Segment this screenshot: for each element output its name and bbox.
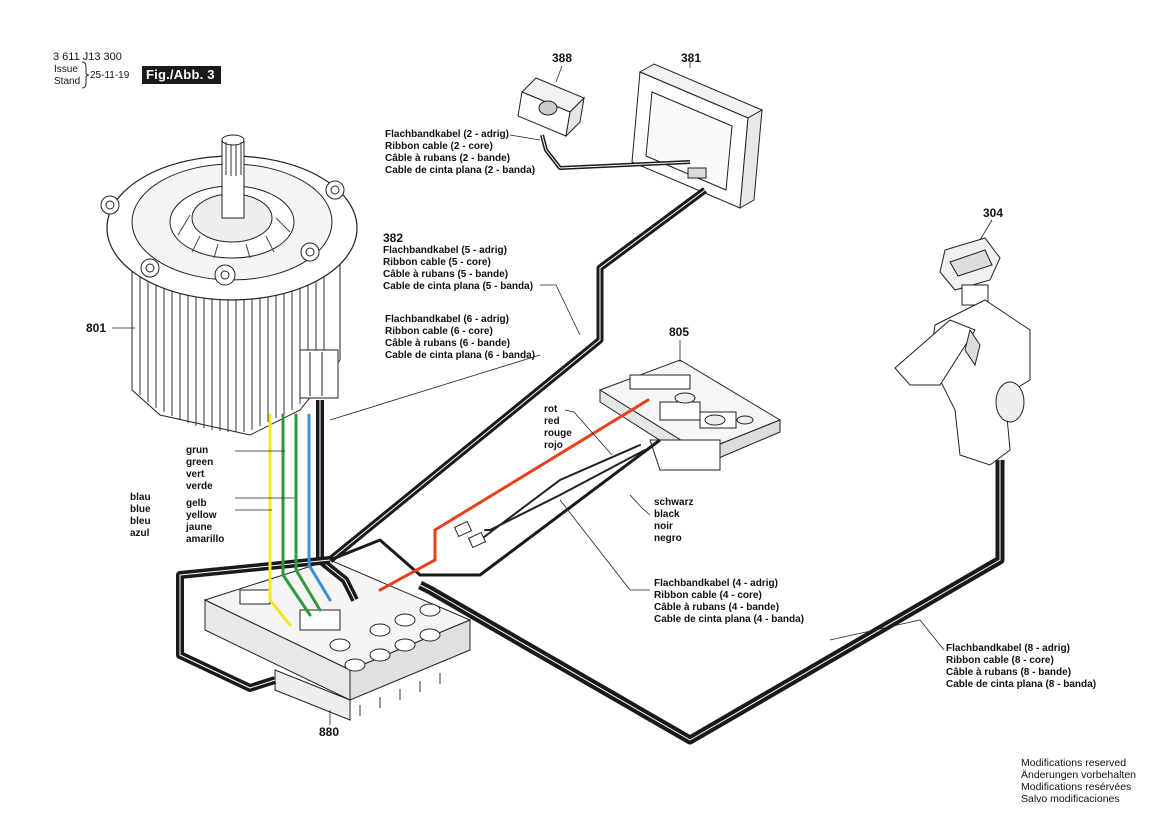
part-number-381: 381 xyxy=(681,51,702,65)
wire-black-label: schwarz black noir negro xyxy=(654,497,694,544)
ribbon-cable-4-label: Flachbandkabel (4 - adrig) Ribbon cable … xyxy=(654,578,805,625)
figure-label: Fig./Abb. 3 xyxy=(142,66,221,84)
wire-green-label: grun green vert verde xyxy=(186,445,214,492)
pcb-880-drawing xyxy=(203,559,472,721)
wire-black-2 xyxy=(484,449,646,531)
part-number-382: 382 xyxy=(383,231,404,245)
issue-label: Issue xyxy=(54,64,78,75)
part-number-805: 805 xyxy=(669,325,690,339)
ribbon-cable-5-label: Flachbandkabel (5 - adrig) Ribbon cable … xyxy=(383,245,534,292)
wire-green-2 xyxy=(294,413,322,612)
wire-yellow xyxy=(268,413,292,627)
switch-board-805-drawing xyxy=(598,359,782,471)
wire-blue-label: blau blue bleu azul xyxy=(130,492,151,539)
part-number-801: 801 xyxy=(86,321,107,335)
ribbon-cables xyxy=(176,134,1005,745)
wire-red-label: rot red rouge rojo xyxy=(544,404,572,451)
motor-801-drawing xyxy=(100,134,358,436)
document-number: 3 611 J13 300 xyxy=(53,51,122,63)
stand-label: Stand xyxy=(54,76,81,87)
ribbon-cable-6-label: Flachbandkabel (6 - adrig) Ribbon cable … xyxy=(385,314,536,361)
wire-plugs xyxy=(453,520,487,549)
footer-modifications: Modifications reserved Änderungen vorbeh… xyxy=(1021,757,1137,805)
part-388-drawing xyxy=(517,77,585,138)
part-number-304: 304 xyxy=(983,206,1004,220)
part-number-388: 388 xyxy=(552,51,573,65)
wire-yellow-label: gelb yellow jaune amarillo xyxy=(186,498,225,545)
issue-brace xyxy=(81,61,90,89)
leader-lines xyxy=(112,62,993,725)
ribbon-cable-2-label: Flachbandkabel (2 - adrig) Ribbon cable … xyxy=(385,129,536,176)
ribbon-cable-8-label: Flachbandkabel (8 - adrig) Ribbon cable … xyxy=(946,643,1097,690)
part-381-drawing xyxy=(631,63,764,209)
part-number-880: 880 xyxy=(319,725,340,739)
wire-red xyxy=(378,398,650,592)
issue-date: 25-11-19 xyxy=(90,70,130,81)
single-wires xyxy=(268,398,650,627)
wire-blue xyxy=(307,413,332,602)
wire-green xyxy=(281,413,312,617)
handle-304-drawing xyxy=(894,237,1031,466)
